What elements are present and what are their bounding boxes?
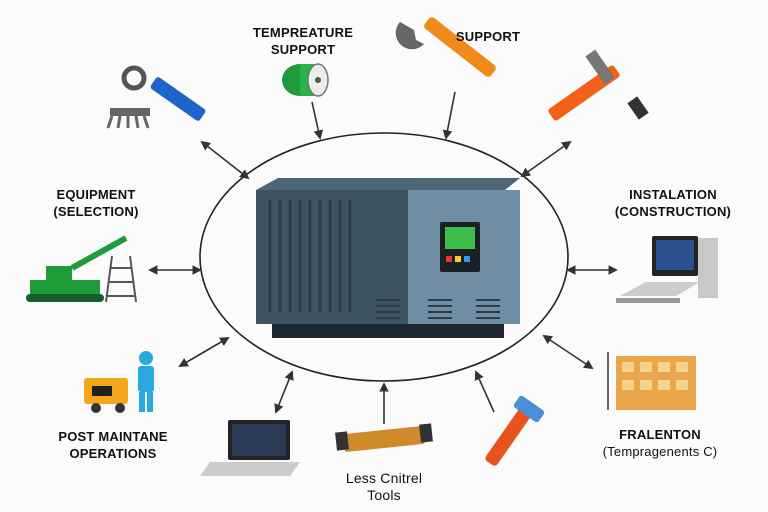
label-tools-line2: Tools (367, 487, 401, 503)
control-cabinet-icon (256, 178, 520, 338)
label-fralenton: FRALENTON (Tempragenents C) (578, 426, 742, 460)
crane-icon (26, 235, 137, 303)
building-icon (607, 352, 696, 410)
label-post-line1: POST MAINTANE (58, 429, 168, 444)
label-fralenton-line1: FRALENTON (619, 427, 701, 442)
arrow-hammer-tool (474, 370, 495, 413)
hammer-tool-icon (485, 395, 545, 466)
label-post-maintenance-operations: POST MAINTANE OPERATIONS (50, 428, 176, 462)
hammer-icon (548, 49, 649, 121)
label-installation-line1: INSTALATION (629, 187, 717, 202)
arrow-support (442, 91, 456, 140)
label-installation-line2: (CONSTRUCTION) (614, 204, 732, 219)
generator-person-icon (84, 351, 154, 413)
cable-tool-icon (335, 423, 433, 452)
label-post-line2: OPERATIONS (69, 446, 157, 461)
label-equipment-selection: EQUIPMENT (SELECTION) (36, 186, 156, 220)
label-temperature-line1: TEMPREATURE (252, 25, 354, 40)
hub-ellipse (199, 132, 569, 382)
label-support: SUPPORT (448, 28, 528, 45)
arrow-laptop (274, 370, 294, 414)
arrow-rake (200, 140, 250, 180)
connector-arrows (148, 91, 618, 424)
label-temperature-line2: SUPPORT (270, 42, 336, 57)
label-support-line1: SUPPORT (455, 29, 521, 44)
label-fralenton-line2: (Tempragenents C) (602, 444, 718, 459)
rake-wrench-icon (106, 65, 206, 129)
arrow-temperature (311, 101, 324, 140)
label-equipment-line2: (SELECTION) (53, 204, 139, 219)
arrow-building (542, 334, 594, 370)
computer-icon (616, 236, 718, 303)
label-equipment-line1: EQUIPMENT (56, 187, 136, 202)
label-less-control-tools: Less Cnitrel Tools (318, 470, 450, 504)
arrow-hammer (520, 140, 572, 178)
label-installation-construction: INSTALATION (CONSTRUCTION) (604, 186, 742, 220)
label-temperature-support: TEMPREATURE SUPPORT (246, 24, 360, 58)
label-tools-line1: Less Cnitrel (345, 470, 423, 486)
tape-roll-icon (282, 63, 329, 97)
wrench-icon (395, 17, 496, 77)
laptop-icon (200, 420, 300, 476)
arrow-post (178, 337, 230, 367)
